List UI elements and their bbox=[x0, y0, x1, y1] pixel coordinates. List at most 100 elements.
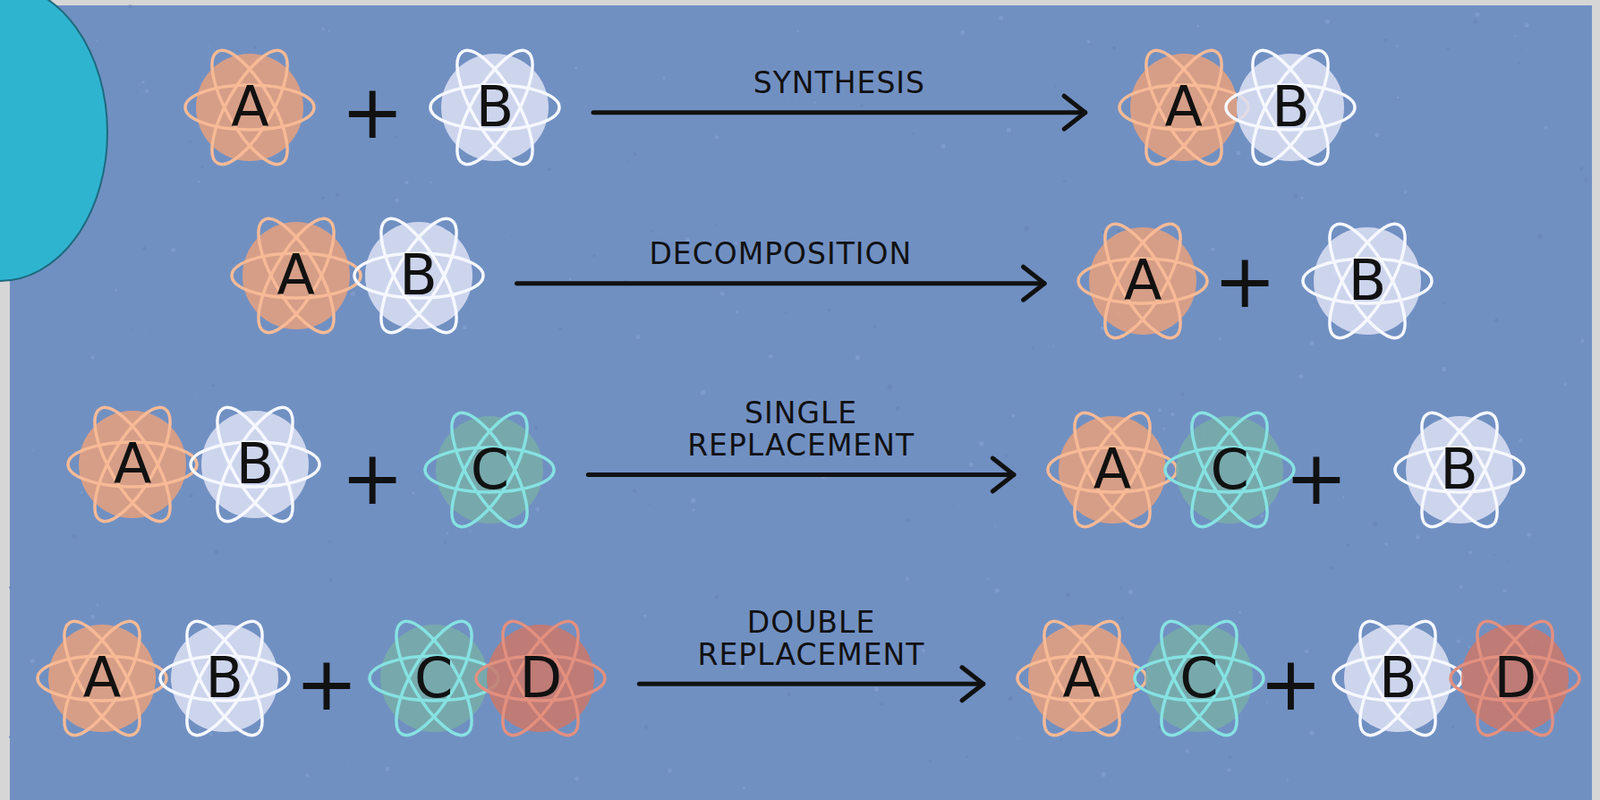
speck bbox=[95, 39, 98, 42]
speck bbox=[1162, 427, 1166, 431]
speck bbox=[214, 549, 220, 554]
speck bbox=[886, 384, 893, 391]
speck bbox=[813, 101, 816, 103]
speck bbox=[212, 383, 216, 388]
speck bbox=[1006, 127, 1012, 133]
atom-letter: B bbox=[1300, 213, 1435, 349]
speck bbox=[797, 30, 800, 33]
speck bbox=[874, 687, 879, 692]
speck bbox=[1065, 593, 1071, 598]
speck bbox=[1526, 532, 1532, 537]
speck bbox=[1494, 318, 1498, 323]
speck bbox=[469, 530, 472, 533]
atom: A bbox=[1116, 40, 1252, 175]
atom-letter: B bbox=[187, 397, 323, 532]
speck bbox=[138, 84, 141, 86]
speck bbox=[430, 181, 433, 184]
atom: C bbox=[1131, 611, 1267, 746]
speck bbox=[534, 425, 538, 430]
atom: A bbox=[1045, 402, 1180, 537]
speck bbox=[535, 506, 540, 511]
speck bbox=[253, 45, 257, 50]
speck bbox=[322, 195, 325, 199]
atom: B bbox=[1392, 402, 1527, 537]
speck bbox=[80, 491, 83, 494]
speck bbox=[8, 735, 12, 739]
speck bbox=[1345, 544, 1350, 548]
speck bbox=[1519, 439, 1524, 443]
arrow-shaft bbox=[638, 681, 983, 687]
speck bbox=[1514, 34, 1516, 37]
speck bbox=[149, 331, 152, 334]
speck bbox=[411, 491, 415, 494]
texture bbox=[8, 4, 1589, 790]
speck bbox=[952, 505, 954, 508]
speck bbox=[1238, 611, 1242, 614]
atom-letter: A bbox=[229, 208, 364, 343]
speck bbox=[1468, 550, 1473, 554]
speck bbox=[328, 30, 331, 33]
speck bbox=[855, 355, 860, 360]
speck bbox=[1329, 565, 1335, 571]
speck bbox=[1154, 718, 1157, 721]
speck bbox=[911, 132, 914, 135]
speck bbox=[826, 308, 831, 313]
speck bbox=[791, 101, 793, 103]
speck bbox=[335, 192, 341, 197]
speck bbox=[1052, 345, 1055, 348]
plus-sign: + bbox=[1259, 646, 1322, 722]
speck bbox=[593, 254, 596, 257]
atom-letter: A bbox=[1075, 213, 1210, 349]
atom-letter: C bbox=[1131, 611, 1267, 746]
atom-letter: B bbox=[1392, 402, 1527, 537]
speck bbox=[1286, 778, 1289, 781]
arrow-head bbox=[1063, 95, 1086, 129]
reaction-name: DECOMPOSITION bbox=[648, 238, 912, 271]
atom-letter: B bbox=[351, 208, 486, 343]
speck bbox=[1031, 346, 1036, 350]
atom: B bbox=[427, 40, 562, 175]
speck bbox=[1101, 772, 1107, 777]
speck bbox=[768, 354, 774, 359]
speck bbox=[1472, 19, 1478, 25]
speck bbox=[1196, 25, 1200, 28]
speck bbox=[1185, 748, 1190, 753]
speck bbox=[1458, 585, 1463, 589]
speck bbox=[650, 229, 654, 232]
atom-letter: D bbox=[473, 611, 608, 746]
speck bbox=[1451, 725, 1455, 729]
arrow-head bbox=[992, 458, 1014, 492]
reaction-arrow bbox=[517, 266, 1046, 300]
atom-letter: A bbox=[65, 397, 200, 532]
speck bbox=[200, 165, 204, 169]
speck bbox=[966, 756, 969, 758]
atom-letter: A bbox=[34, 611, 170, 746]
speck bbox=[90, 614, 94, 619]
plus-sign: + bbox=[1213, 243, 1277, 319]
speck bbox=[202, 75, 205, 77]
speck bbox=[1112, 46, 1116, 51]
speck bbox=[1180, 391, 1184, 396]
speck bbox=[643, 614, 647, 618]
arrow-head bbox=[1023, 266, 1046, 300]
speck bbox=[635, 334, 640, 340]
speck bbox=[446, 532, 449, 535]
speck bbox=[1259, 513, 1264, 518]
speck bbox=[136, 90, 138, 93]
speck bbox=[1309, 340, 1314, 346]
atom-letter: A bbox=[1116, 40, 1252, 175]
speck bbox=[1544, 125, 1549, 129]
speck bbox=[306, 773, 310, 777]
speck bbox=[1579, 166, 1583, 171]
speck bbox=[860, 103, 865, 108]
speck bbox=[1517, 61, 1520, 64]
speck bbox=[350, 291, 356, 297]
speck bbox=[969, 462, 974, 468]
speck bbox=[1007, 696, 1013, 701]
speck bbox=[1004, 454, 1008, 458]
speck bbox=[384, 765, 390, 771]
speck bbox=[1226, 767, 1231, 772]
speck bbox=[1564, 382, 1567, 386]
speck bbox=[197, 179, 201, 183]
